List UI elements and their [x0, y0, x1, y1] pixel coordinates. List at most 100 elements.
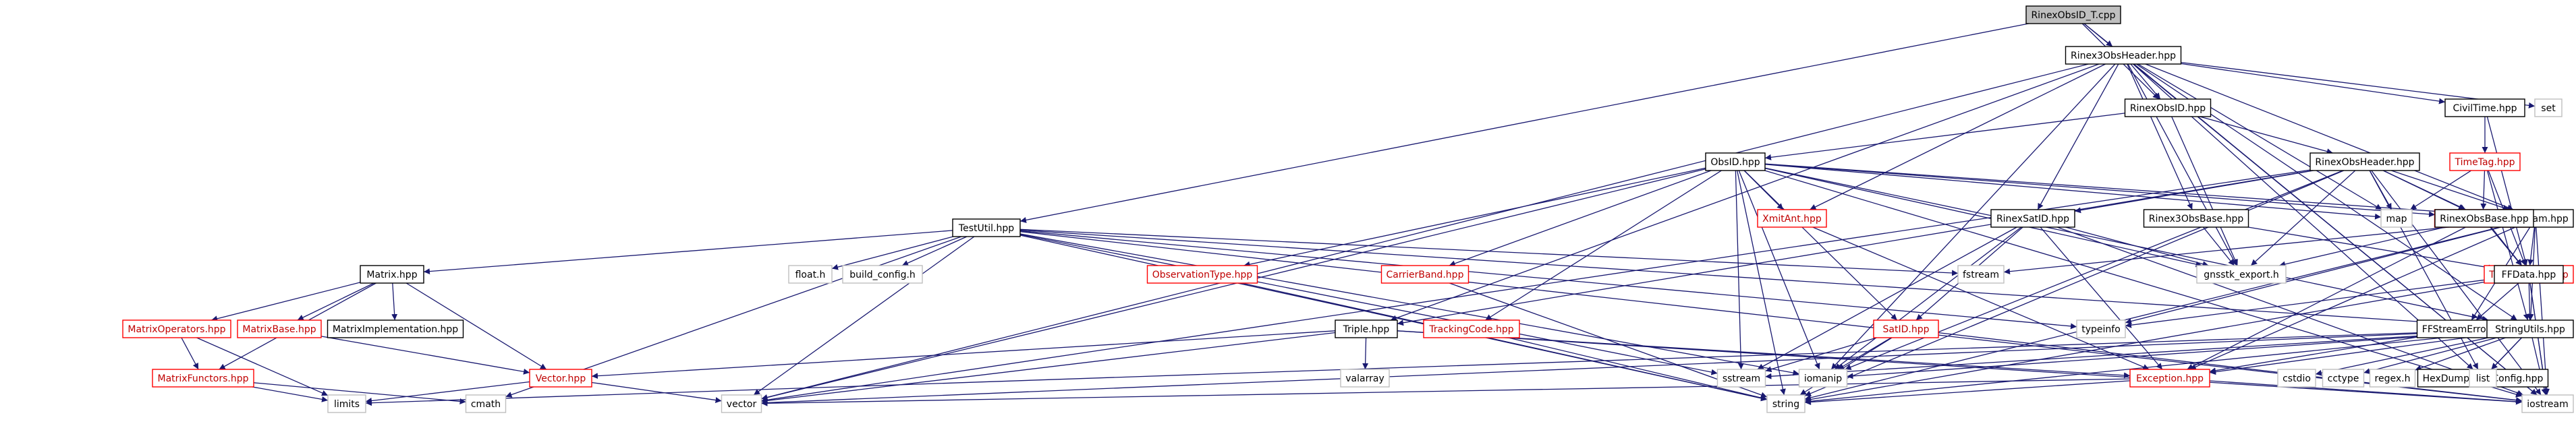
node-box: [1146, 265, 1258, 284]
edge-stringutils-to-limits: [365, 330, 2488, 406]
node-box: [1990, 209, 2075, 228]
node-box: [2444, 98, 2525, 117]
edge-matrixfunctors-to-limits: [252, 386, 329, 402]
node-label: valarray: [1345, 373, 1384, 384]
node-box: [788, 265, 833, 284]
node-civiltime[interactable]: CivilTime.hpp: [2444, 98, 2525, 117]
node-testutil[interactable]: TestUtil.hpp: [952, 218, 1021, 237]
node-box: [2449, 152, 2521, 171]
edge-rinexsatid-to-gnsstk: [2065, 226, 2209, 268]
node-r3h[interactable]: Rinex3ObsHeader.hpp: [2065, 46, 2182, 65]
edge-testutil-to-floath: [831, 236, 953, 270]
edge-stringutils-to-cstdio: [2315, 337, 2489, 376]
node-rinexobsid[interactable]: RinexObsID.hpp: [2124, 98, 2212, 117]
node-box: [1716, 369, 1766, 388]
node-label: cctype: [2328, 373, 2359, 384]
node-rinexsatid[interactable]: RinexSatID.hpp: [1990, 209, 2075, 228]
node-satid[interactable]: SatID.hpp: [1873, 319, 1939, 338]
node-label: TestUtil.hpp: [958, 223, 1014, 234]
edge-testutil-to-iostream: [1019, 231, 2523, 404]
node-box: [2369, 369, 2416, 388]
node-box: [2196, 265, 2287, 284]
node-obsid[interactable]: ObsID.hpp: [1705, 152, 1766, 171]
edge-ffstream-to-iostream: [2536, 226, 2550, 396]
node-label: FFData.hpp: [2502, 270, 2556, 280]
node-box: [237, 319, 322, 338]
node-box: [2521, 394, 2574, 413]
edge-r3base-to-gnsstk: [2202, 226, 2235, 266]
node-exception[interactable]: Exception.hpp: [2129, 369, 2210, 388]
node-box: [1873, 319, 1939, 338]
edge-obsid-to-map: [1764, 164, 2382, 220]
edge-obsid-to-sstream: [1735, 170, 1744, 370]
node-box: [2129, 369, 2210, 388]
node-box: [1757, 209, 1827, 228]
node-label: SatID.hpp: [1883, 324, 1930, 335]
edge-obsid-to-satid: [1743, 170, 1898, 321]
node-matriximpl[interactable]: MatrixImplementation.hpp: [327, 319, 464, 338]
node-triple[interactable]: Triple.hpp: [1335, 319, 1398, 338]
edge-exception-to-string: [1804, 380, 2131, 405]
node-xmitant[interactable]: XmitAnt.hpp: [1757, 209, 1827, 228]
node-vectorhpp[interactable]: Vector.hpp: [529, 369, 592, 388]
edge-testutil-to-vector: [753, 236, 975, 396]
edge-stringutils-to-string: [1804, 332, 2488, 404]
edge-rinexsatid-to-sstream: [1757, 226, 2017, 370]
node-label: RinexObsBase.hpp: [2440, 214, 2529, 224]
node-matrix[interactable]: Matrix.hpp: [360, 265, 424, 284]
node-label: string: [1772, 399, 1799, 410]
node-label: MatrixOperators.hpp: [128, 324, 225, 335]
node-trackingcode[interactable]: TrackingCode.hpp: [1423, 319, 1520, 338]
edge-layer: [181, 23, 2550, 406]
node-carrierband[interactable]: CarrierBand.hpp: [1380, 265, 1469, 284]
node-label: StringUtils.hpp: [2495, 324, 2565, 335]
node-obstype[interactable]: ObservationType.hpp: [1146, 265, 1258, 284]
node-rinexobsheader[interactable]: RinexObsHeader.hpp: [2309, 152, 2420, 171]
node-matrixfunctors[interactable]: MatrixFunctors.hpp: [152, 369, 254, 388]
edge-rinexsatid-to-iostream: [2056, 226, 2524, 396]
edge-testutil-to-buildconfig: [901, 236, 968, 266]
edge-satid-to-iomanip: [1837, 337, 1892, 370]
edge-rinexobsheader-to-triple: [1397, 170, 2313, 326]
node-box: [2469, 369, 2497, 388]
edge-matrixbase-to-vectorhpp: [320, 336, 530, 375]
node-typeinfo: typeinfo: [2076, 319, 2126, 338]
edge-r3h-to-vector: [761, 63, 2089, 400]
edge-matrixops-to-matrixfunctors: [181, 337, 199, 370]
node-valarray: valarray: [1340, 369, 1390, 388]
node-iomanip: iomanip: [1798, 369, 1848, 388]
node-box: [1335, 319, 1398, 338]
node-box: [1380, 265, 1469, 284]
node-box: [1340, 369, 1390, 388]
node-regexh: regex.h: [2369, 369, 2416, 388]
edge-testutil-to-iomanip: [1019, 233, 1799, 376]
node-label: vector: [727, 399, 757, 410]
node-set: set: [2534, 98, 2563, 117]
edge-trackingcode-to-string: [1508, 337, 1768, 401]
node-box: [2534, 98, 2563, 117]
edge-exception-to-iostream: [2209, 380, 2523, 405]
node-box: [2309, 152, 2420, 171]
node-matrixbase[interactable]: MatrixBase.hpp: [237, 319, 322, 338]
node-label: CarrierBand.hpp: [1387, 270, 1464, 280]
node-matrixops[interactable]: MatrixOperators.hpp: [122, 319, 231, 338]
node-label: list: [2476, 373, 2490, 384]
edge-stringutils-to-vector: [761, 330, 2488, 406]
edge-rinexobsid-to-gnsstk: [2171, 116, 2238, 266]
node-label: RinexObsID_T.cpp: [2031, 10, 2115, 21]
node-box: [1423, 319, 1520, 338]
edge-rinexobsid-to-rinexobsheader: [2200, 116, 2333, 154]
node-stringutils[interactable]: StringUtils.hpp: [2486, 319, 2574, 338]
node-rinexobsbase[interactable]: RinexObsBase.hpp: [2434, 209, 2534, 228]
edge-timetag-to-map: [2409, 170, 2472, 210]
edge-stringutils-to-sstream: [1765, 331, 2488, 379]
node-label: RinexSatID.hpp: [1996, 214, 2069, 224]
node-root[interactable]: RinexObsID_T.cpp: [2025, 5, 2121, 24]
node-timetag[interactable]: TimeTag.hpp: [2449, 152, 2521, 171]
node-box: [2277, 369, 2316, 388]
node-ffdata[interactable]: FFData.hpp: [2494, 265, 2564, 284]
node-r3base[interactable]: Rinex3ObsBase.hpp: [2143, 209, 2249, 228]
node-box: [1766, 394, 1805, 413]
node-label: RinexObsHeader.hpp: [2315, 157, 2414, 168]
edge-triple-to-vector: [761, 332, 1336, 404]
